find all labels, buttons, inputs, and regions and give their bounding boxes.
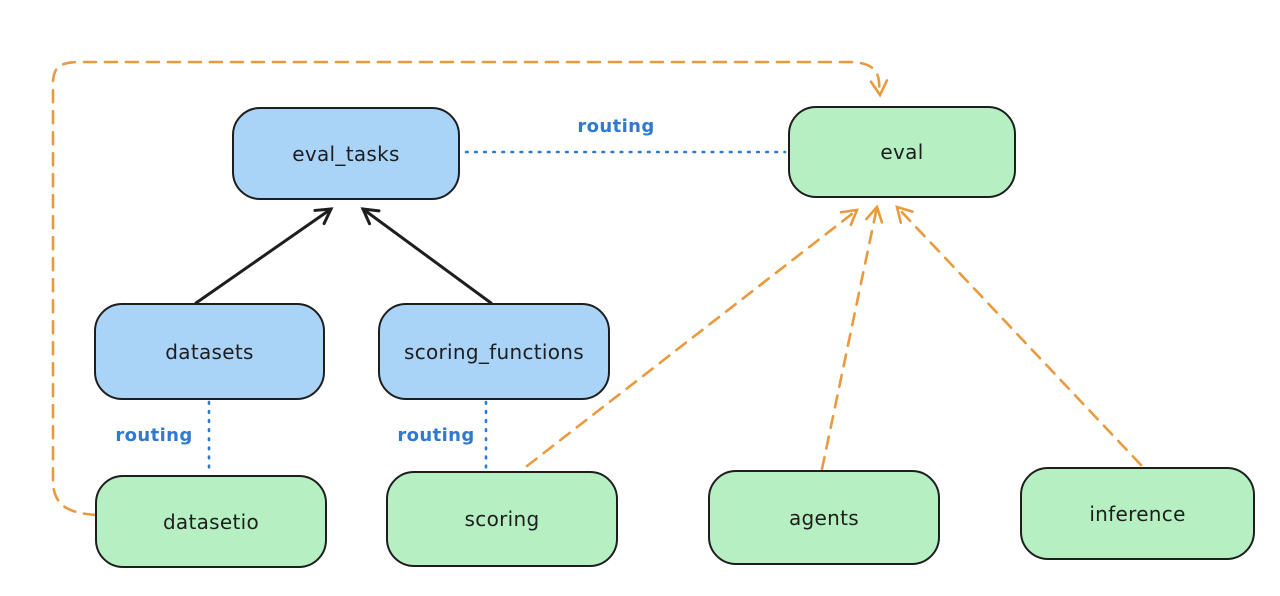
edge-scoring-functions-to-eval-tasks bbox=[360, 207, 493, 305]
node-eval: eval bbox=[788, 106, 1016, 198]
edge-label-routing-left: routing bbox=[115, 425, 193, 446]
node-datasetio-label: datasetio bbox=[162, 509, 260, 534]
edge-label-routing-top: routing bbox=[577, 116, 655, 137]
node-datasets: datasets bbox=[94, 303, 325, 400]
node-eval-tasks: eval_tasks bbox=[232, 107, 460, 200]
node-scoring-functions: scoring_functions bbox=[378, 303, 610, 400]
node-eval-label: eval bbox=[880, 140, 924, 164]
edge-inference-to-eval bbox=[895, 205, 1143, 467]
node-inference: inference bbox=[1020, 467, 1255, 560]
edge-agents-to-eval bbox=[820, 204, 884, 471]
edge-scoring-to-eval bbox=[525, 208, 860, 468]
edge-datasetio-to-eval-loop bbox=[51, 60, 889, 517]
node-scoring-functions-label: scoring_functions bbox=[403, 339, 585, 364]
node-agents: agents bbox=[708, 470, 940, 565]
node-scoring-label: scoring bbox=[464, 507, 540, 531]
edge-datasets-to-eval-tasks bbox=[194, 207, 334, 305]
node-inference-label: inference bbox=[1089, 501, 1186, 526]
node-datasetio: datasetio bbox=[95, 475, 327, 568]
edge-label-routing-middle: routing bbox=[397, 425, 475, 446]
node-scoring: scoring bbox=[386, 471, 618, 567]
node-datasets-label: datasets bbox=[165, 339, 254, 364]
node-agents-label: agents bbox=[789, 505, 859, 530]
node-eval-tasks-label: eval_tasks bbox=[292, 141, 400, 166]
